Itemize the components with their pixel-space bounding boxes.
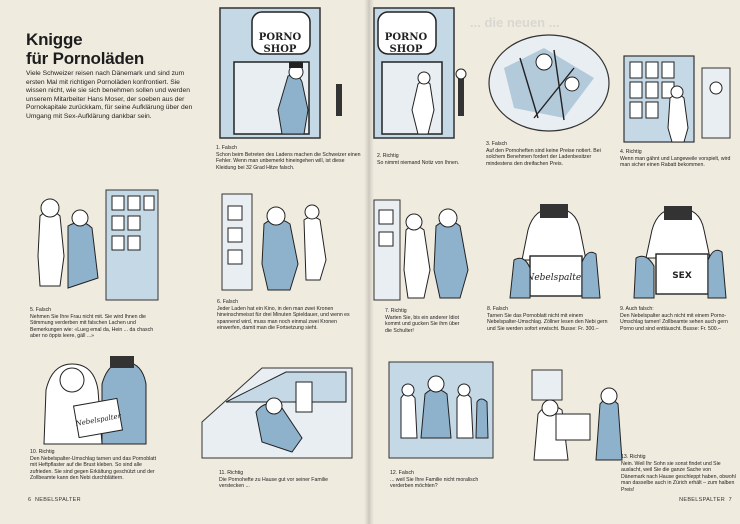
- panel-7-caption: 7. Richtig Warten Sie, bis ein anderer I…: [385, 308, 460, 334]
- panel-8-magazine-label: Nebelspalter: [525, 273, 586, 283]
- page-number-left: 6: [28, 497, 32, 503]
- panel-2-caption: 2. Richtig So nimmt niemand Notiz von Ih…: [377, 153, 460, 166]
- panel-6-caption: 6. Falsch Jeder Laden hat ein Kino, in d…: [217, 299, 350, 332]
- panel-13-illustration: [528, 364, 640, 464]
- article-intro: Viele Schweizer reisen nach Dänemark und…: [26, 70, 193, 120]
- article-title-text: Knigge für Pornoläden: [26, 30, 145, 68]
- panel-10-illustration: Nebelspalter: [36, 350, 151, 446]
- panel-6-illustration: [218, 184, 338, 294]
- magazine-name-left: NEBELSPALTER: [35, 497, 81, 503]
- footer-left: 6 NEBELSPALTER: [28, 497, 81, 503]
- panel-3-illustration: [484, 28, 614, 138]
- page-gutter: [364, 0, 374, 524]
- panel-2-shop-sign: PORNO SHOP: [380, 13, 432, 55]
- panel-3-caption: 3. Falsch Auf den Pornoheften sind keine…: [486, 141, 601, 167]
- panel-2-shop-sign-text: PORNO SHOP: [384, 32, 428, 55]
- magazine-name-right: NEBELSPALTER: [679, 497, 725, 503]
- panel-9-illustration: SEX: [622, 200, 734, 300]
- panel-13-caption: 13. Richtig Nein. Weil Ihr Sohn sie sons…: [621, 454, 736, 493]
- panel-5-caption: 5. Falsch Nehmen Sie Ihre Frau nicht mit…: [30, 307, 154, 340]
- panel-12-illustration: [385, 358, 497, 464]
- panel-5-illustration: [6, 186, 162, 304]
- panel-11-caption: 11. Richtig Die Pornohefte zu Hause gut …: [219, 470, 328, 490]
- panel-9-magazine-label: SEX: [672, 271, 692, 281]
- panel-12-caption: 12. Falsch ... weil Sie Ihre Familie nic…: [390, 470, 479, 490]
- panel-7-illustration: [370, 196, 480, 304]
- panel-8-caption: 8. Falsch Tarnen Sie das Pornoblatt nich…: [487, 306, 608, 332]
- panel-11-illustration: [196, 362, 356, 462]
- panel-4-caption: 4. Richtig Wenn man gähnt und Langeweile…: [620, 149, 731, 169]
- article-title: Knigge für Pornoläden: [26, 30, 144, 68]
- panel-2-illustration: [370, 6, 480, 142]
- panel-10-caption: 10. Richtig Den Nebelspalter-Umschlag ta…: [30, 449, 157, 482]
- panel-1-shop-sign-text: PORNO SHOP: [258, 32, 302, 55]
- footer-right: NEBELSPALTER 7: [679, 497, 732, 503]
- panel-9-caption: 9. Auch falsch: Den Nebelspalter auch ni…: [620, 306, 728, 332]
- panel-8-illustration: Nebelspalter: [500, 200, 610, 300]
- panel-1-shop-sign: PORNO SHOP: [254, 13, 306, 55]
- panel-1-caption: 1. Falsch Schon beim Betreten des Ladens…: [216, 145, 361, 171]
- panel-4-illustration: [620, 48, 735, 144]
- panel-1-illustration: [214, 6, 359, 142]
- page-number-right: 7: [728, 497, 732, 503]
- bleedthrough-text: ... die neuen ...: [470, 15, 560, 30]
